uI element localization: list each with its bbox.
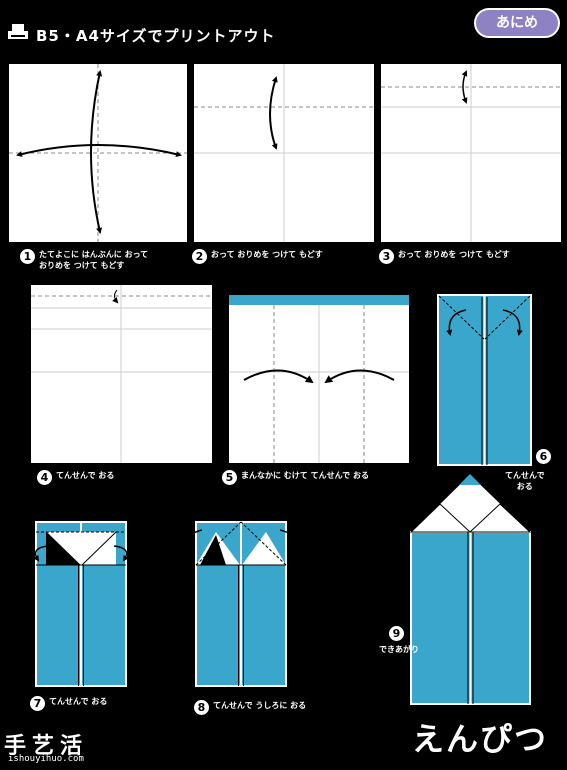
step5-caption: 5 まんなかに むけて てんせんで おる (222, 470, 369, 485)
step3-number: 3 (379, 249, 394, 264)
step6-number: 6 (536, 449, 551, 464)
step7-text: てんせんで おる (49, 697, 108, 706)
step3-diagram (381, 64, 561, 242)
step1-text: たてよこに はんぶんに おって おりめを つけて もどす (39, 250, 149, 270)
step9-text: できあがり (379, 645, 419, 654)
step2-text: おって おりめを つけて もどす (211, 250, 323, 259)
step1-diagram (9, 64, 187, 242)
site-url: ishouyihuo.com (8, 754, 84, 764)
step8-text: てんせんで うしろに おる (213, 701, 307, 710)
page-title: B5・A4サイズでプリントアウト (36, 27, 276, 45)
result-name: えんぴつ (412, 720, 549, 758)
step2-caption: 2 おって おりめを つけて もどす (192, 249, 323, 264)
brand-logo: 手艺活 (4, 734, 89, 759)
step7-number: 7 (30, 696, 45, 711)
step8-diagram (186, 521, 296, 687)
header: B5・A4サイズでプリントアウト あにめ (0, 0, 567, 50)
step4-caption: 4 てんせんで おる (37, 470, 114, 485)
step8-number: 8 (194, 700, 209, 715)
step5-diagram (229, 295, 409, 463)
step4-diagram (31, 285, 212, 463)
step5-number: 5 (222, 470, 237, 485)
step1-number: 1 (20, 249, 35, 264)
step6-caption: 6 (536, 449, 551, 464)
step3-text: おって おりめを つけて もどす (398, 250, 510, 259)
step6-text: てんせんで おる (505, 471, 545, 491)
anime-button[interactable]: あにめ (474, 8, 560, 38)
step1-caption: 1 たてよこに はんぶんに おって おりめを つけて もどす (20, 249, 148, 271)
step7-diagram (33, 521, 129, 687)
step9-caption: 9 できあがり (379, 626, 419, 655)
step6-diagram (437, 294, 532, 466)
step4-number: 4 (37, 470, 52, 485)
step5-text: まんなかに むけて てんせんで おる (241, 471, 369, 480)
step7-caption: 7 てんせんで おる (30, 696, 107, 711)
printer-icon (8, 24, 28, 39)
step3-caption: 3 おって おりめを つけて もどす (379, 249, 510, 264)
step2-diagram (194, 64, 374, 242)
step9-final-pencil (409, 473, 532, 705)
step4-text: てんせんで おる (56, 471, 115, 480)
step9-number: 9 (389, 626, 404, 641)
step2-number: 2 (192, 249, 207, 264)
step8-caption: 8 てんせんで うしろに おる (194, 700, 306, 715)
